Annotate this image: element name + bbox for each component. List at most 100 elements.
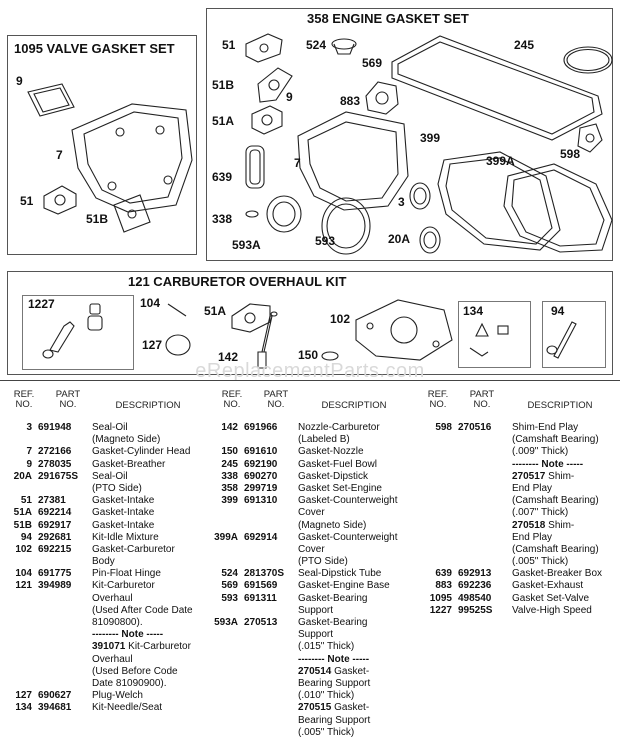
callout-51: 51 — [222, 38, 236, 52]
shim-end-play-shape — [577, 123, 603, 153]
engine-gasket-51a-shape — [251, 105, 283, 135]
part-description: Gasket Set-Engine — [298, 482, 382, 494]
part-description: Overhaul — [92, 653, 133, 665]
callout-127: 127 — [142, 338, 163, 352]
table-row: -------- Note ----- — [214, 654, 414, 666]
part-description: -------- Note ----- — [92, 629, 164, 641]
ref-number: 1227 — [429, 604, 452, 616]
table-row: End Play — [428, 532, 618, 544]
carb-nozzle-shape — [261, 315, 273, 353]
ref-number: 142 — [221, 422, 238, 433]
part-description: Kit-Carburetor — [92, 580, 155, 592]
table-row: End Play — [428, 483, 618, 495]
table-row: Overhaul — [8, 654, 204, 666]
oil-seal-magneto-shape — [409, 182, 431, 210]
part-number: 27381 — [38, 495, 66, 507]
table-row: (.009" Thick) — [428, 446, 618, 458]
part-description: (Labeled B) — [298, 434, 350, 446]
intake-gasket-51b-shape — [113, 194, 151, 233]
part-description: Cover — [298, 543, 325, 555]
callout-20a: 20A — [388, 232, 411, 246]
part-description: 270518 Shim- — [512, 519, 575, 531]
part-description: Overhaul — [92, 592, 133, 604]
part-description: End Play — [512, 531, 553, 543]
callout-9: 9 — [286, 90, 293, 104]
table-row: 270518 Shim- — [428, 520, 618, 532]
part-number: 394989 — [38, 580, 72, 592]
part-description: Gasket-Exhaust — [512, 580, 584, 592]
ref-number: 338 — [221, 470, 238, 482]
callout-7: 7 — [56, 148, 63, 162]
needle-seat-shape — [475, 322, 489, 337]
table-row: 391071 Kit-Carburetor — [8, 641, 204, 653]
part-number: 292681 — [38, 531, 72, 543]
table-row: Support — [214, 605, 414, 617]
part-description: Gasket-Carburetor — [92, 543, 175, 555]
part-description: Gasket-Intake — [92, 519, 155, 531]
part-description: 270515 Gasket- — [298, 702, 370, 714]
nozzle-gasket-shape — [321, 351, 339, 361]
ref-number: 3 — [26, 422, 32, 433]
table-row: (Camshaft Bearing) — [428, 434, 618, 446]
part-description: Kit-Idle Mixture — [92, 531, 159, 543]
table-row: Bearing Support — [214, 678, 414, 690]
part-number: 270513 — [244, 617, 278, 628]
part-number: 99525S — [458, 604, 493, 616]
ref-number: 20A — [13, 470, 32, 482]
carburetor-kit-title: 121 CARBURETOR OVERHAUL KIT — [128, 274, 347, 289]
part-description: (Used Before Code — [92, 665, 178, 677]
part-description: Gasket-Counterweight — [298, 495, 398, 507]
counterweight-gasket-399-shape — [437, 151, 561, 251]
part-description: Seal-Oil — [92, 470, 128, 482]
part-number: 291675S — [38, 470, 79, 482]
ref-number: 399A — [214, 531, 238, 543]
table-row: (Magneto Side) — [214, 520, 414, 532]
callout-598: 598 — [560, 147, 581, 161]
callout-51b: 51B — [212, 78, 235, 92]
part-number: 691610 — [244, 446, 278, 458]
part-description: (.007" Thick) — [512, 507, 569, 519]
ref-number: 598 — [435, 422, 452, 433]
part-number: 692914 — [244, 531, 278, 543]
part-description: 270517 Shim- — [512, 470, 575, 482]
callout-593: 593 — [315, 234, 336, 248]
callout-569: 569 — [362, 56, 383, 70]
table-row: 270515 Gasket- — [214, 702, 414, 714]
table-row: Cover — [214, 507, 414, 519]
part-number: 692913 — [458, 568, 492, 580]
table-row: -------- Note ----- — [428, 459, 618, 471]
engine-gasket-set-title: 358 ENGINE GASKET SET — [307, 11, 469, 26]
part-description: (.010" Thick) — [298, 690, 355, 702]
part-description: Gasket-Breaker Box — [512, 568, 603, 580]
watermark: eReplacementParts.com — [195, 360, 425, 382]
table-row: Cover — [214, 544, 414, 556]
part-description: Gasket-Nozzle — [298, 446, 364, 458]
ref-number: 134 — [15, 702, 32, 714]
header-part-no: PART NO. — [55, 389, 81, 410]
part-description: Bearing Support — [298, 677, 371, 689]
part-number: 272166 — [38, 446, 72, 458]
part-description: Shim-End Play — [512, 422, 579, 433]
part-description: 270514 Gasket- — [298, 665, 370, 677]
part-number: 692236 — [458, 580, 492, 592]
table-row: (PTO Side) — [214, 556, 414, 568]
carburetor-kit-box — [7, 271, 613, 375]
part-number: 692917 — [38, 519, 72, 531]
table-row: (PTO Side) — [8, 483, 204, 495]
high-speed-valve-shape — [49, 321, 75, 353]
callout-883: 883 — [340, 94, 361, 108]
callout-51b: 51B — [86, 212, 109, 226]
callout-1227: 1227 — [28, 297, 55, 311]
ref-number: 121 — [15, 580, 32, 592]
